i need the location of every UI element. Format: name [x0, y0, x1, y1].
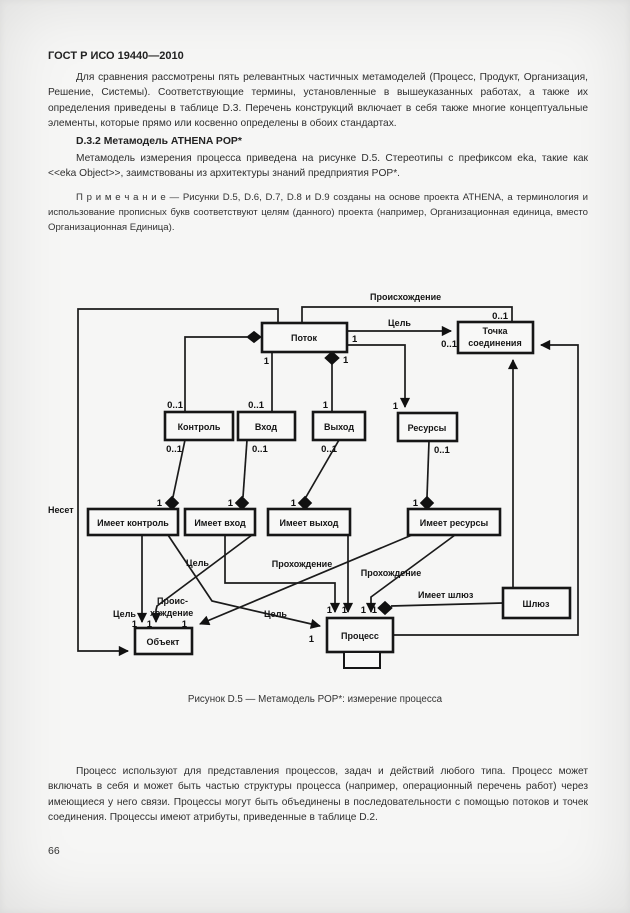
paragraph-comparison: Для сравнения рассмотрены пять релевантн…	[48, 72, 588, 130]
node-imeet-vykhod: Имеет выход	[266, 507, 352, 537]
mult-imeet-vykhod-top: 1	[291, 498, 297, 509]
node-vkhod: Вход	[236, 410, 297, 442]
section-heading-d32: D.3.2 Метамодель ATHENA POP*	[76, 136, 242, 147]
mult-obekt-2: 1	[147, 619, 153, 630]
mult-potok-bottom-left: 1	[264, 356, 270, 367]
mult-vkhod-top: 0..1	[248, 400, 265, 411]
edge-protsess-tochka	[393, 339, 579, 636]
mult-potok-bottom-right: 1	[343, 355, 349, 366]
edge-prokhozhdenie-imeetresursy-protsess	[365, 534, 456, 614]
node-resurs-label: Ресурсы	[408, 423, 447, 433]
mult-tochka-left: 0..1	[441, 339, 458, 350]
diamond-imeet-vkhod	[234, 495, 250, 511]
diamond-imeet-resursy	[419, 495, 435, 511]
mult-protsess-top-3: 1	[361, 605, 367, 616]
edge-potok-resurs	[347, 344, 411, 409]
node-imeet-resursy: Имеет ресурсы	[406, 507, 502, 537]
edge-label-tsel-low: Цель	[264, 609, 287, 619]
diamond-protsess-shlyuz	[377, 600, 393, 616]
diamond-potok-left	[246, 330, 262, 344]
node-shlyuz: Шлюз	[501, 586, 572, 620]
edge-label-tsel-top: Цель	[388, 318, 411, 328]
edge-label-prois-line1: Проис-	[157, 596, 188, 606]
edge-neset-potok-obekt	[77, 308, 279, 657]
edge-imeetresursy-obekt	[199, 534, 413, 626]
mult-kontrol-bottom: 0..1	[166, 444, 183, 455]
edge-vkhod-imeetvkhod	[242, 439, 248, 498]
edge-label-imeet-shlyuz: Имеет шлюз	[418, 590, 474, 600]
node-tochka-soedineniya: Точка соединения	[456, 320, 535, 355]
node-vykhod-label: Выход	[324, 422, 354, 432]
node-potok-label: Поток	[291, 333, 318, 343]
diamond-imeet-kontrol	[164, 495, 180, 511]
mult-imeet-resursy-top: 1	[413, 498, 419, 509]
mult-protsess-top-2: 1	[342, 605, 348, 616]
node-protsess-subbox	[343, 651, 381, 669]
node-obekt-label: Объект	[147, 637, 181, 647]
mult-kontrol-top: 0..1	[167, 400, 184, 411]
edge-vykhod-imeetvykhod	[305, 439, 340, 498]
node-kontrol-label: Контроль	[178, 422, 221, 432]
node-tochka-label-2: соединения	[468, 338, 521, 348]
page-number: 66	[48, 845, 60, 857]
edge-label-tsel-mid: Цель	[186, 558, 209, 568]
node-vykhod: Выход	[311, 410, 367, 442]
node-imeet-vkhod: Имеет вход	[183, 507, 257, 537]
edge-label-neset: Несет	[48, 505, 74, 515]
paragraph-metamodel: Метамодель измерения процесса приведена …	[48, 153, 588, 180]
mult-protsess-top-1: 1	[327, 605, 333, 616]
diamond-potok-bottom	[324, 350, 340, 366]
mult-potok-right: 1	[352, 334, 358, 345]
edge-potok-kontrol	[184, 336, 247, 412]
edge-imeet-shlyuz	[390, 602, 504, 607]
node-shlyuz-label: Шлюз	[523, 599, 550, 609]
note-paragraph: П р и м е ч а н и е — Рисунки D.5, D.6, …	[48, 192, 588, 233]
figure-caption: Рисунок D.5 — Метамодель POP*: измерение…	[187, 694, 443, 705]
page-header: ГОСТ Р ИСО 19440—2010	[48, 50, 184, 62]
node-obekt: Объект	[133, 626, 194, 656]
node-tochka-label-1: Точка	[483, 326, 509, 336]
mult-protsess-top-4: 1	[372, 605, 378, 616]
mult-resurs-top: 1	[393, 401, 399, 412]
edge-kontrol-imeetkontrol	[172, 439, 186, 498]
edge-tsel-imeetkontrol-protsess	[167, 534, 321, 629]
mult-vkhod-bottom: 0..1	[252, 444, 269, 455]
edge-label-prokhozhdenie-mid: Прохождение	[272, 559, 332, 569]
edge-proiskhozhdenie-imeetvkhod-obekt	[150, 534, 253, 624]
mult-obekt-1: 1	[132, 619, 138, 630]
node-resurs: Ресурсы	[396, 411, 459, 443]
node-protsess-label: Процесс	[341, 631, 379, 641]
edge-label-tsel-obekt: Цель	[113, 609, 136, 619]
mult-vykhod-bottom: 0..1	[321, 444, 338, 455]
node-imeet-kontrol-label: Имеет контроль	[97, 518, 169, 528]
node-imeet-resursy-label: Имеет ресурсы	[420, 518, 489, 528]
edge-label-prokhozhdenie-right: Прохождение	[361, 568, 421, 578]
mult-obekt-3: 1	[182, 619, 188, 630]
node-kontrol: Контроль	[163, 410, 235, 442]
mult-vykhod-top: 1	[323, 400, 329, 411]
mult-imeet-kontrol-top: 1	[157, 498, 163, 509]
mult-protsess-left: 1	[309, 634, 315, 645]
paragraph-process: Процесс используют для представления про…	[48, 766, 588, 824]
edge-resurs-imeetresursy	[426, 440, 430, 498]
edge-label-prois-line2: хождение	[150, 608, 193, 618]
node-protsess: Процесс	[325, 616, 395, 669]
node-potok: Поток	[260, 321, 349, 354]
edge-label-proiskhozhdenie-top: Происхождение	[370, 292, 441, 302]
mult-resurs-bottom: 0..1	[434, 445, 451, 456]
mult-tochka-top: 0..1	[492, 311, 509, 322]
node-vkhod-label: Вход	[255, 422, 278, 432]
node-imeet-kontrol: Имеет контроль	[86, 507, 180, 537]
diamond-imeet-vykhod	[297, 495, 313, 511]
edge-prokhozhdenie-imeetvkhod-protsess	[224, 535, 341, 614]
node-imeet-vykhod-label: Имеет выход	[279, 518, 338, 528]
mult-imeet-vkhod-top: 1	[228, 498, 234, 509]
edge-proiskhozhdenie-potok-tochka	[301, 306, 513, 323]
node-imeet-vkhod-label: Имеет вход	[194, 518, 246, 528]
